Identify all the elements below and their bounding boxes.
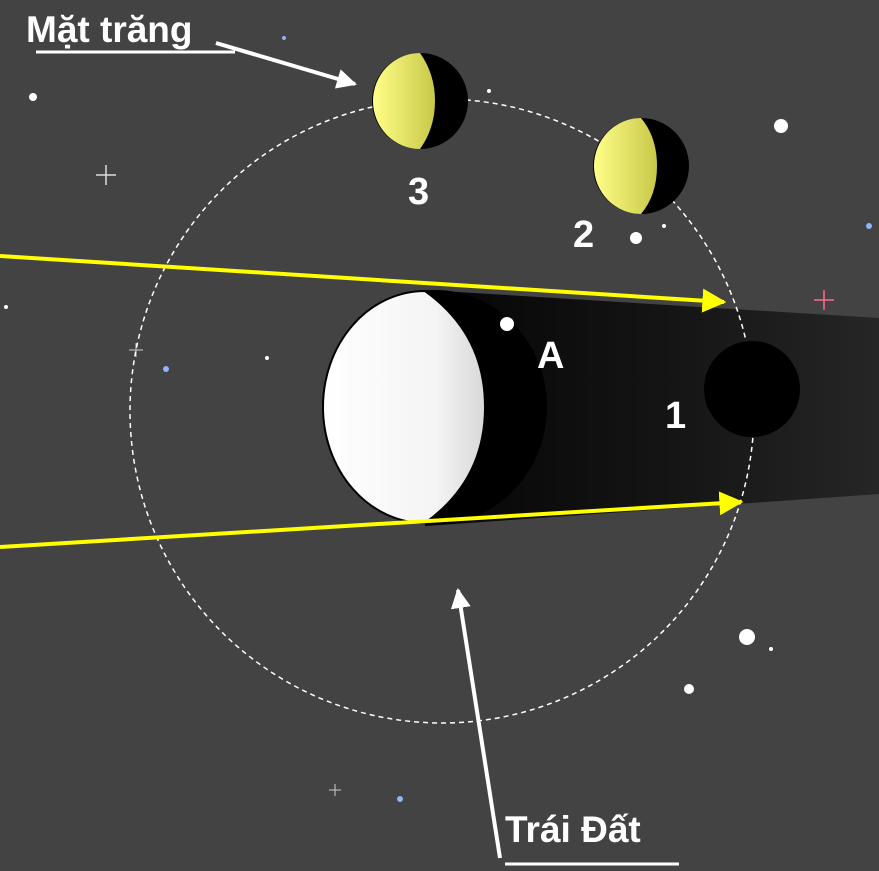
star [769,647,773,651]
position-1-label: 1 [665,395,687,437]
star-sparkle [129,343,143,357]
moon-position-2 [593,118,689,214]
earth-title: Trái Đất [505,809,641,850]
earth-pointer-arrow [450,588,502,859]
moon-pointer-arrow [215,41,357,89]
star [739,629,755,645]
star [630,232,642,244]
star-sparkle [814,290,834,310]
star [662,224,666,228]
earth-day-side [322,289,487,525]
position-2-label: 2 [573,214,595,256]
star [487,89,491,93]
star-sparkle [96,165,116,185]
star [4,305,8,309]
sun-ray-top [0,254,727,313]
moon-position-3 [372,53,468,149]
star [397,796,403,802]
point-a-marker [500,317,514,331]
moon-position-1 [704,341,800,437]
point-a-label: A [537,335,565,377]
star [163,366,169,372]
star-sparkle [329,784,341,796]
moon-title: Mặt trăng [26,9,193,50]
star [774,119,788,133]
star [265,356,269,360]
star [866,223,872,229]
moon-lit-side [594,118,657,214]
earth [322,289,547,525]
star [684,684,694,694]
moon-lit-side [373,53,435,149]
sun-ray-bottom [0,491,744,549]
star [29,93,37,101]
position-3-label: 3 [408,171,430,213]
star [282,36,286,40]
